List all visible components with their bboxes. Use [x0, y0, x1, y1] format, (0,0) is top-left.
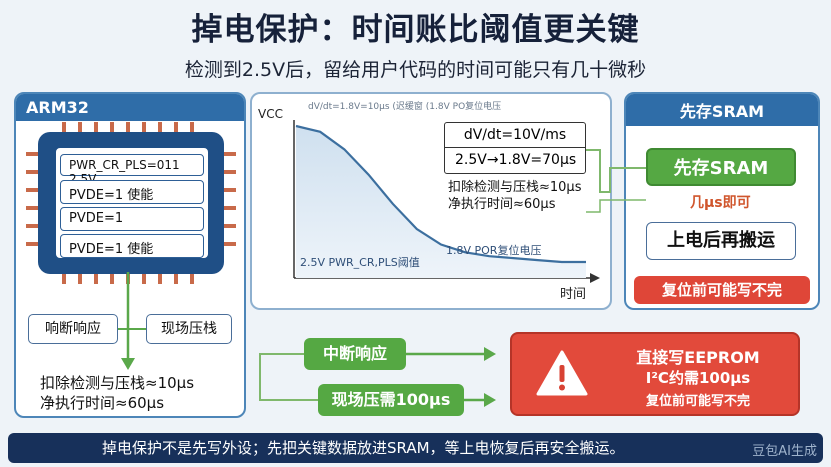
arm32-header: ARM32 — [16, 94, 244, 121]
x-axis-label: 时间 — [560, 287, 586, 302]
rate-drop: 2.5V→1.8V=70μs — [455, 152, 577, 168]
x-axis-arrow — [590, 273, 600, 283]
watermark: 豆包AI生成 — [752, 444, 817, 459]
sram-header: 先存SRAM — [626, 94, 818, 126]
flow-interrupt-box: 中断响应 — [304, 338, 406, 370]
left-note-deduct: 扣除检测与压栈≈10μs — [40, 374, 195, 392]
sram-warn-box: 复位前可能写不完 — [634, 276, 810, 304]
register-pvde-3: PVDE=1 使能 — [60, 234, 204, 258]
carry-later-box: 上电后再搬运 — [646, 222, 796, 260]
sram-panel: 先存SRAM — [624, 92, 820, 310]
left-flow-arrow — [118, 272, 146, 370]
chart-note-net: 净执行时间≈60μs — [448, 197, 556, 212]
left-note-net: 净执行时间≈60μs — [40, 394, 165, 412]
rate-dvdt: dV/dt=10V/ms — [445, 123, 585, 148]
interrupt-response-box: 响断响应 — [28, 314, 118, 344]
label-end-por: 1.8V POR复位电压 — [446, 243, 541, 257]
vcc-area — [296, 126, 586, 278]
vcc-chart: VCC 时间 dV/dt=1.8V=10μs (迟缓窗 (1.8V PO复位电压… — [258, 100, 600, 302]
stack-push-box: 现场压栈 — [146, 314, 232, 344]
save-sram-box: 先存SRAM — [646, 148, 796, 186]
eeprom-line1: 直接写EEPROM — [636, 348, 760, 367]
eeprom-warning-box: 直接写EEPROM I²C约需100μs 复位前可能写不完 — [510, 332, 800, 416]
warning-icon — [536, 350, 588, 396]
label-start-threshold: 2.5V PWR_CR,PLS阈值 — [300, 255, 420, 269]
page-title: 掉电保护：时间账比阈值更关键 — [191, 12, 640, 48]
footer-banner: 掉电保护不是先写外设；先把关键数据放进SRAM，等上电恢复后再安全搬运。 — [8, 433, 823, 463]
eeprom-line3: 复位前可能写不完 — [645, 394, 750, 409]
chart-top-note: dV/dt=1.8V=10μs (迟缓窗 (1.8V PO复位电压 — [308, 100, 501, 112]
register-pls: PWR_CR_PLS=011 2.5V — [60, 154, 204, 186]
flow-stack-box: 现场压需100μs — [318, 384, 464, 416]
page-subtitle: 检测到2.5V后，留给用户代码的时间可能只有几十微秒 — [184, 59, 647, 81]
rate-box: dV/dt=10V/ms 2.5V→1.8V=70μs — [444, 122, 586, 174]
vcc-curve — [295, 124, 586, 264]
chart-note-deduct: 扣除检测与压栈≈10μs — [448, 180, 582, 195]
sram-time-note: 几μs即可 — [690, 195, 751, 211]
y-axis-label: VCC — [258, 107, 283, 121]
register-pvde-2: PVDE=1 — [60, 207, 204, 231]
eeprom-line2: I²C约需100μs — [645, 369, 751, 387]
register-pvde-1: PVDE=1 使能 — [60, 180, 204, 204]
